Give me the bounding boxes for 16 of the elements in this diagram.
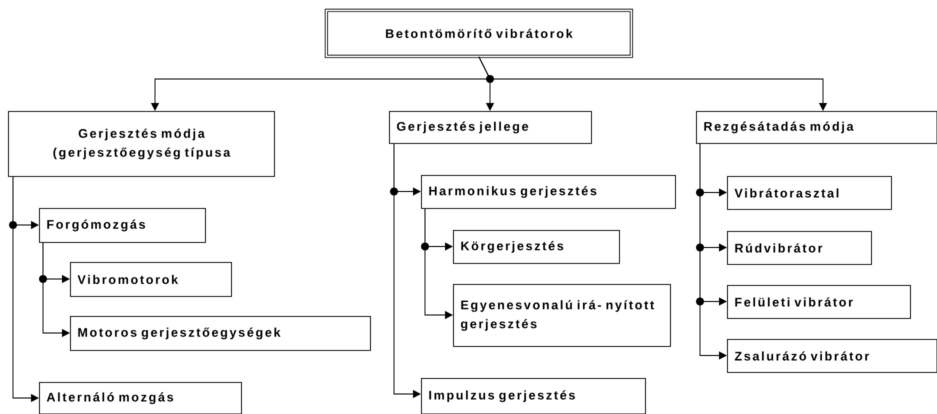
process-box: Vibromotorok xyxy=(70,262,232,297)
process-box: Rezgésátadás módja xyxy=(696,111,937,144)
process-box: Gerjesztés módja (gerjesztőegység típusa xyxy=(8,111,275,177)
process-box: Alternáló mozgás xyxy=(39,382,242,414)
process-box: Egyenesvonalú irá- nyított gerjesztés xyxy=(453,284,671,347)
process-box: Rúdvibrátor xyxy=(727,231,872,265)
process-box: Impulzus gerjesztés xyxy=(421,378,646,414)
process-box: Felületi vibrátor xyxy=(727,285,911,319)
process-box: Vibrátorasztal xyxy=(727,176,892,210)
process-box: Harmonikus gerjesztés xyxy=(421,175,676,209)
process-box: Körgerjesztés xyxy=(453,230,620,264)
process-box: Forgómozgás xyxy=(39,208,206,243)
process-box: Motoros gerjesztőegységek xyxy=(70,316,371,351)
process-box: Gerjesztés jellege xyxy=(389,111,592,144)
title-box: Betontömörítő vibrátorok xyxy=(324,8,633,58)
process-box: Zsalurázó vibrátor xyxy=(727,339,937,373)
